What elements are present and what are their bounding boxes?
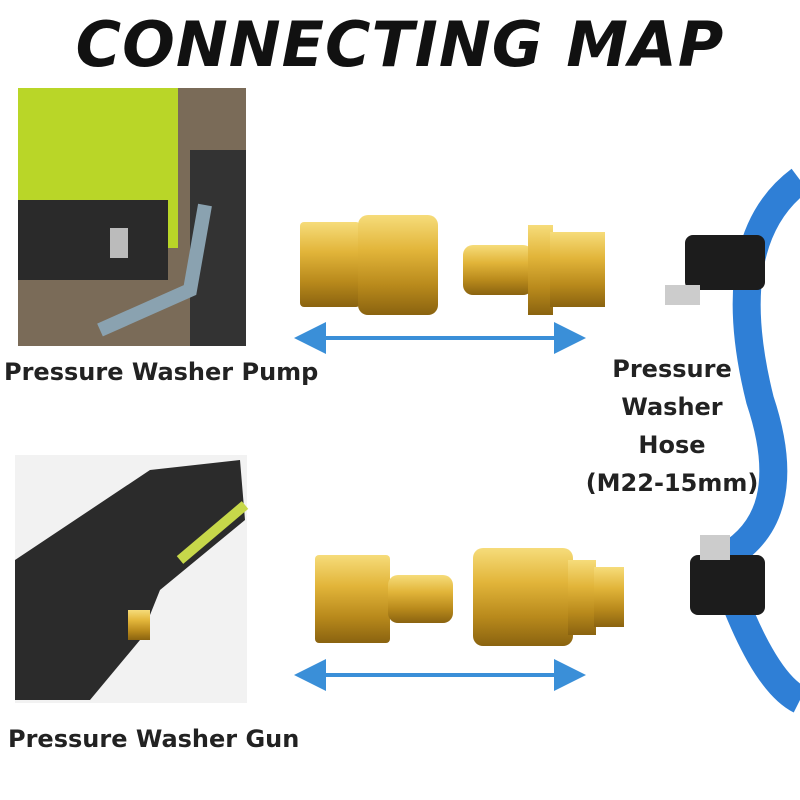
label-hose-line3: Hose xyxy=(638,431,706,459)
pump-photo xyxy=(18,88,246,346)
label-hose-line1: Pressure xyxy=(612,355,732,383)
female-m22-plug-bottom xyxy=(315,555,453,643)
label-hose-line4: (M22-15mm) xyxy=(585,469,759,497)
label-hose: Pressure Washer Hose (M22-15mm) xyxy=(572,350,772,502)
gun-photo xyxy=(15,455,249,703)
female-quick-coupler-top xyxy=(300,215,438,315)
label-hose-line2: Washer xyxy=(621,393,723,421)
hose-photo xyxy=(665,168,800,713)
page-title: CONNECTING MAP xyxy=(75,8,725,81)
coupler-m22-bottom xyxy=(473,548,624,646)
male-plug-m22-top xyxy=(463,225,605,315)
label-pump: Pressure Washer Pump xyxy=(4,358,319,386)
label-gun: Pressure Washer Gun xyxy=(8,725,300,753)
